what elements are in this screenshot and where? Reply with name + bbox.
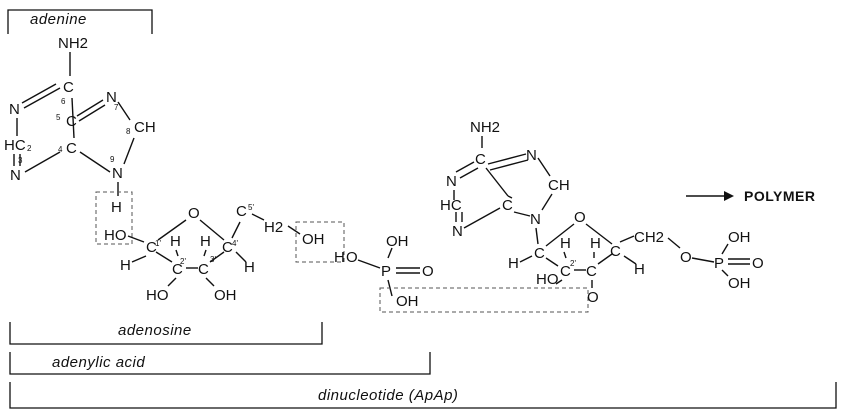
atom-n9-2: N [530,211,541,228]
atom-p1: P [381,263,391,280]
atom-o-c3-2: O [587,289,599,306]
dinucleotide-bracket: dinucleotide (ApAp) [9,382,837,409]
atom-ho-c1: HO [104,227,127,244]
atom-c3p-2: C [586,263,597,280]
atom-c2p-2: C [560,263,571,280]
locant: 5 [56,113,61,122]
locant: 1' [155,239,161,248]
atom-c6: C [63,79,74,96]
phosphate-1: H O P OH O [334,233,434,297]
locant: 6 [61,97,66,106]
label-adenosine: adenosine [118,322,192,339]
locant: 7 [114,103,119,112]
atom-o-ring2: O [574,209,586,226]
atom-oh-p1-top: OH [386,233,409,250]
atom-ch2-c5-2: CH2 [634,229,664,246]
locant: 8 [126,127,131,136]
locant: 4' [232,239,238,248]
atom-n9: N [112,165,123,182]
atom-ho-c2-2: HO [536,271,559,288]
locant: 2' [570,259,576,268]
ribose-2: C O C H H C 2' C H HO O H CH2 [508,209,681,306]
adenine-bracket: adenine [7,9,153,34]
label-polymer: POLYMER [744,188,815,204]
atom-ch8: CH [134,119,156,136]
atom-c4-2: C [502,197,513,214]
atom-hc2: HC [4,137,26,154]
atom-ch8-2: CH [548,177,570,194]
condensation-box-1 [95,191,133,245]
atom-p2: P [714,255,724,272]
locant: 4 [58,145,63,154]
atom-h2-c5: H2 [264,219,283,236]
atom-h-c4-2: H [634,261,645,278]
atom-nh2: NH2 [58,35,88,52]
atom-oh-p2-bottom: OH [728,275,751,292]
atom-c5: C [66,113,77,130]
atom-c4: C [66,140,77,157]
atom-o-phos1: O [346,249,358,266]
atom-c4p: C [222,239,233,256]
atom-n1-2: N [446,173,457,190]
atom-c1p-2: C [534,245,545,262]
locant: 5' [248,203,254,212]
atom-h-c2: H [170,233,181,250]
adenine-base-2: NH2 C N HC N C N CH N [440,119,570,240]
locant: 2 [27,144,32,153]
label-adenine: adenine [30,11,87,28]
ribose-1: HO C 1' O C 4' H H C 2' C 3' H HO OH H C… [104,203,301,304]
atom-n1: N [9,101,20,118]
adenine-base-1: NH2 C 6 N HC 2 N 3 C 4 5 C N 7 8 CH 9 N … [4,35,156,216]
atom-c1p: C [146,239,157,256]
atom-n3: N [10,167,21,184]
label-adenylic-acid: adenylic acid [52,354,145,371]
adenosine-bracket: adenosine [9,322,323,345]
atom-o-phos2: O [680,249,692,266]
atom-h-c4: H [244,259,255,276]
atom-o-p2-double: O [752,255,764,272]
atom-n7: N [106,89,117,106]
locant: 9 [110,155,115,164]
phosphate-2: O P OH O OH [680,229,764,292]
atom-h-phos1: H [334,249,345,266]
atom-oh-p2-top: OH [728,229,751,246]
condensation-box-3 [379,287,589,313]
atom-n7-2: N [526,147,537,164]
atom-c2p: C [172,261,183,278]
label-dinucleotide: dinucleotide (ApAp) [318,387,458,404]
atom-h-c2-2: H [560,235,571,252]
atom-h-c1: H [120,257,131,274]
polymer-arrow: POLYMER [686,188,815,204]
atom-c5p: C [236,203,247,220]
atom-oh-c5: OH [302,231,325,248]
atom-h-n9: H [111,199,122,216]
locant: 2' [180,257,186,266]
atom-c4p-2: C [610,243,621,260]
atom-oh-c3: OH [214,287,237,304]
atom-h-c1-2: H [508,255,519,272]
atom-oh-p1-bottom: OH [396,293,419,310]
atom-c6-2: C [475,151,486,168]
atom-nh2-2: NH2 [470,119,500,136]
atom-n3-2: N [452,223,463,240]
atom-h-c3: H [200,233,211,250]
atom-c3p: C [198,261,209,278]
adenylic-acid-bracket: adenylic acid [9,352,431,375]
atom-h-c3-2: H [590,235,601,252]
condensation-box-2 [295,221,345,263]
atom-ho-c2: HO [146,287,169,304]
atom-o-p1-double: O [422,263,434,280]
atom-o-ring1: O [188,205,200,222]
atom-hc2-2: HC [440,197,462,214]
locant: 3 [18,156,23,165]
